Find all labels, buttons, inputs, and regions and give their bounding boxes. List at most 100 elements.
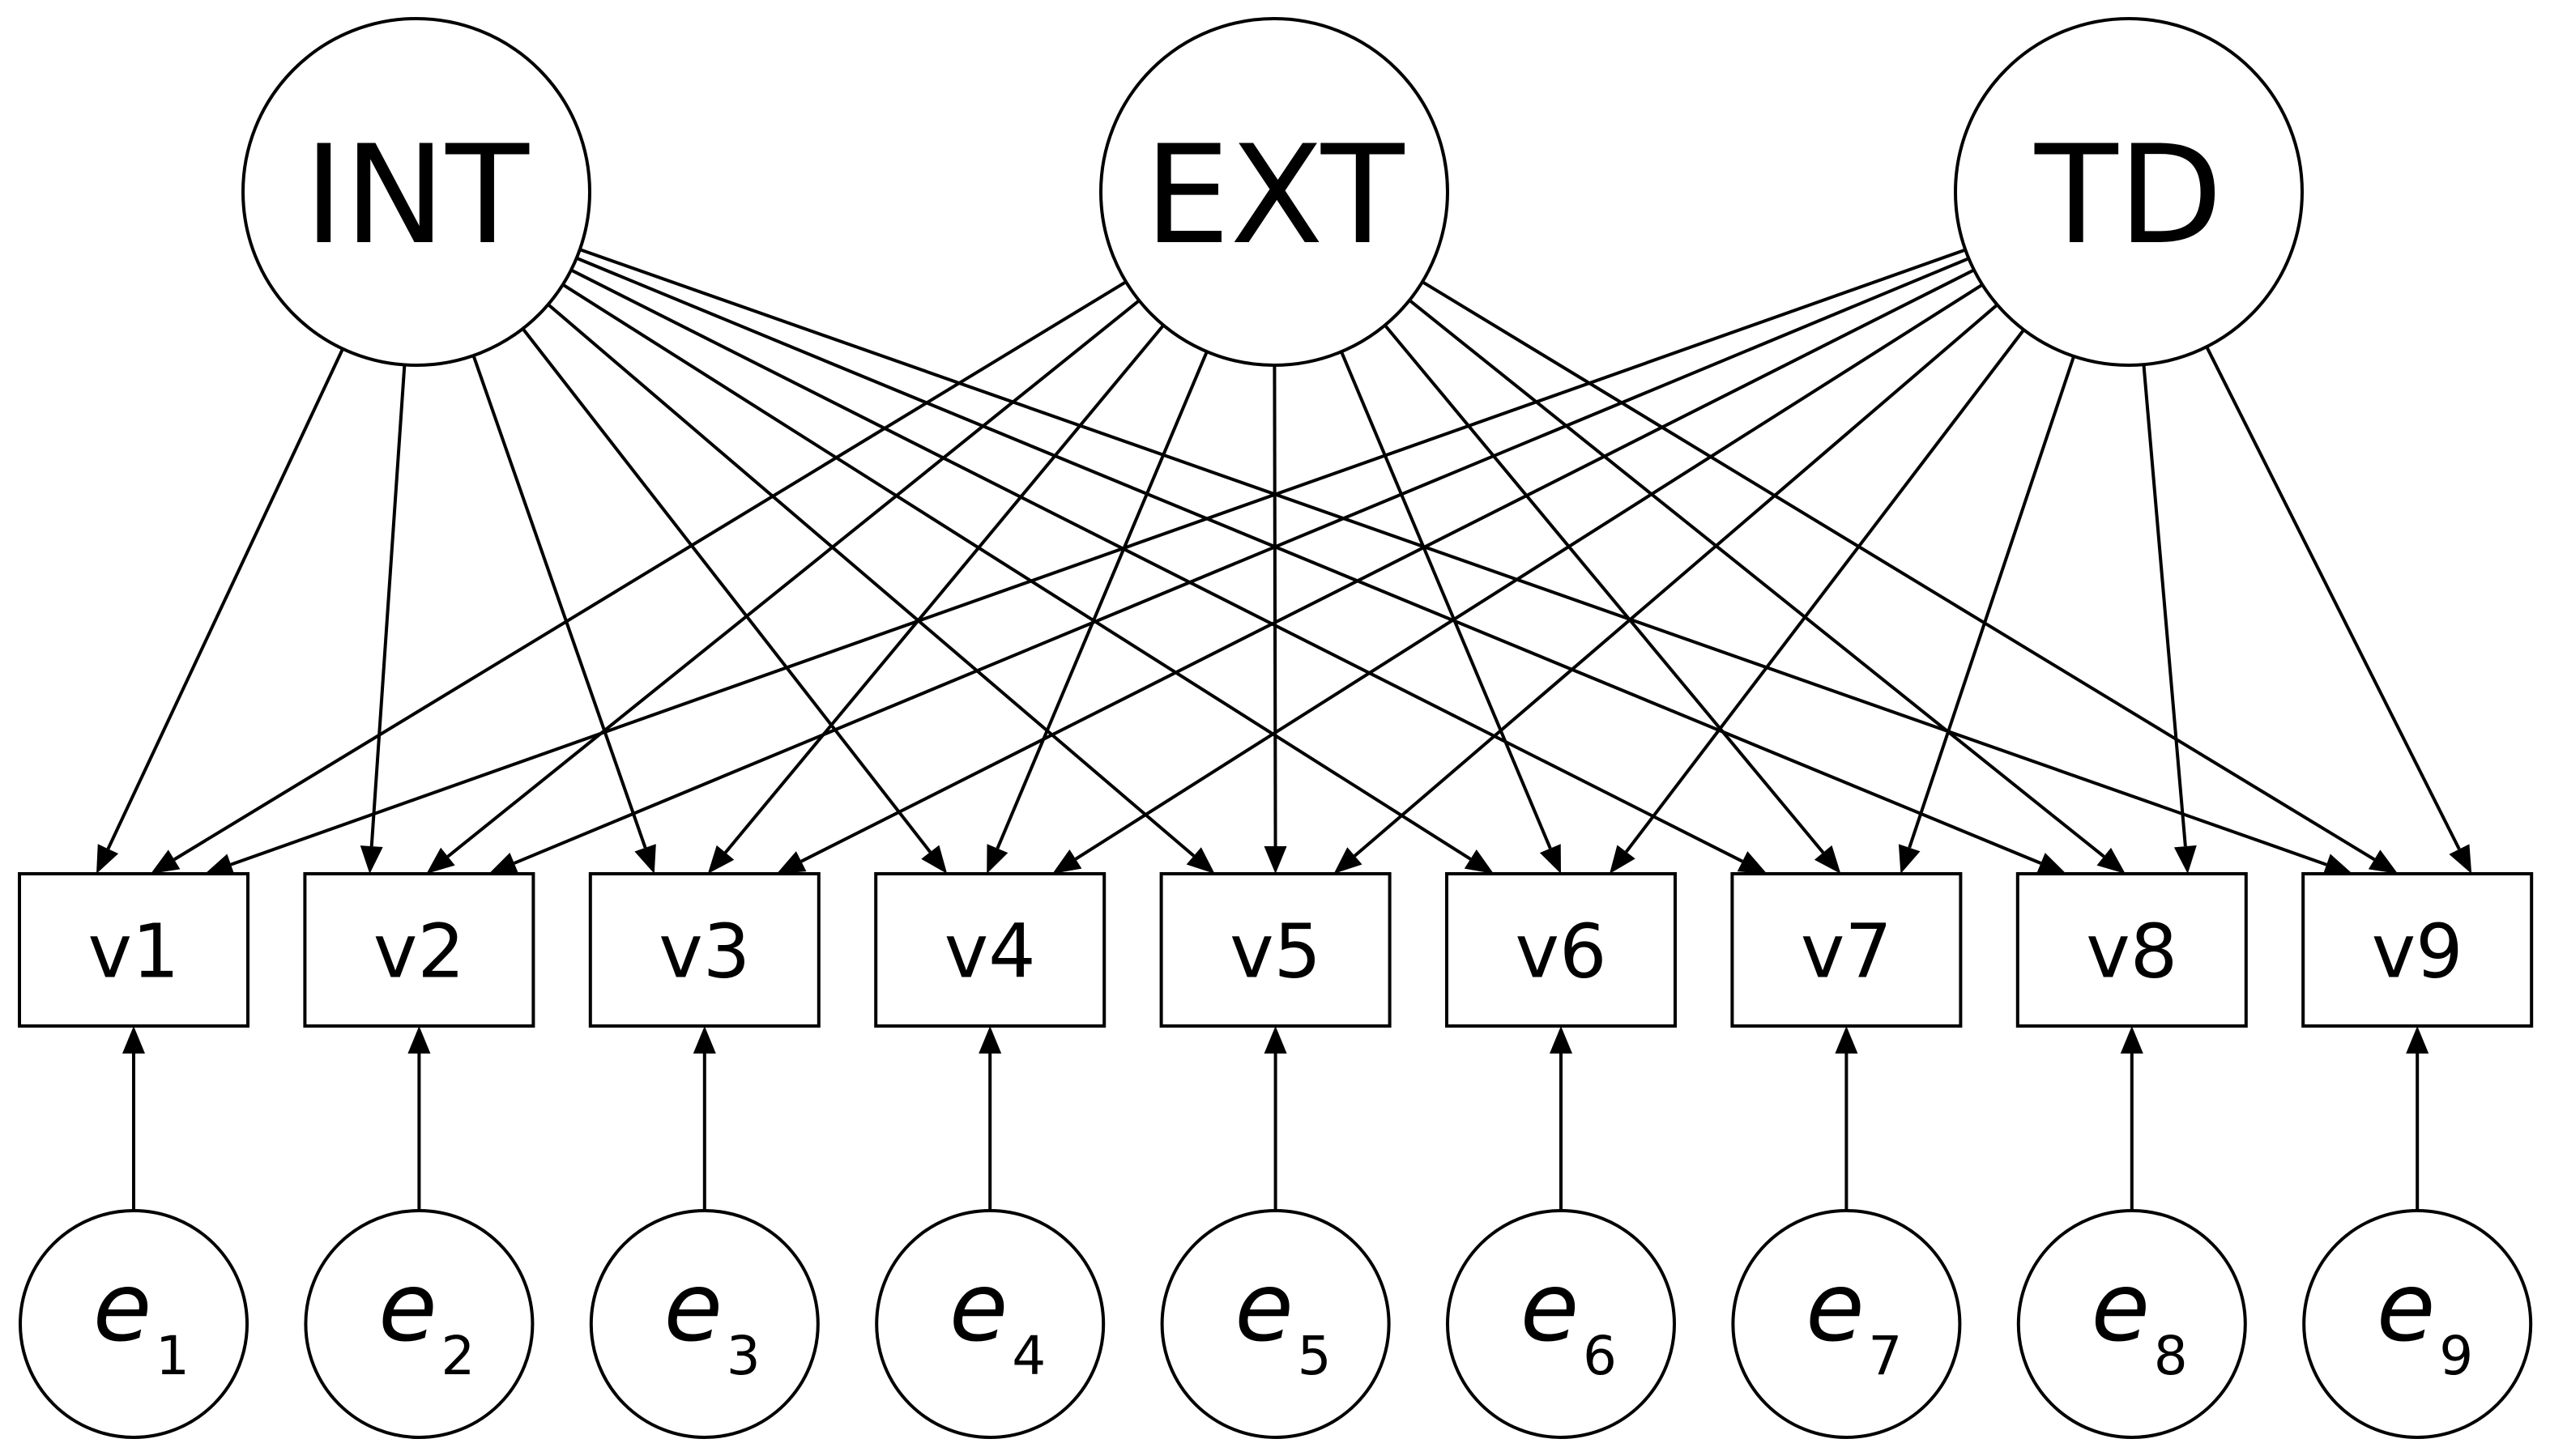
latent-circle bbox=[1099, 17, 1449, 367]
loading-td-v2 bbox=[514, 257, 1970, 865]
loading-int-v7 bbox=[570, 268, 1743, 863]
loading-int-v5-arrowhead bbox=[1186, 847, 1215, 874]
error-path-e9-arrowhead bbox=[2406, 1026, 2429, 1054]
error-subscript: 3 bbox=[727, 1325, 761, 1387]
loading-int-v5 bbox=[547, 303, 1196, 858]
error-subscript: 8 bbox=[2154, 1325, 2188, 1387]
loading-int-v4-arrowhead bbox=[921, 845, 948, 874]
error-symbol: e bbox=[2377, 1251, 2436, 1363]
loading-td-v2-arrowhead bbox=[488, 853, 519, 874]
latent-circle bbox=[241, 17, 591, 367]
loading-ext-v8-arrowhead bbox=[2096, 847, 2126, 874]
latent-circle bbox=[1954, 17, 2304, 367]
observed-v7: v7 bbox=[1730, 872, 1963, 1028]
observed-box bbox=[1159, 872, 1392, 1028]
error-subscript: 6 bbox=[1583, 1325, 1617, 1387]
loading-td-v6 bbox=[1625, 329, 2025, 854]
observed-v4: v4 bbox=[874, 872, 1107, 1028]
error-symbol: e bbox=[663, 1251, 723, 1363]
loading-int-v1 bbox=[106, 347, 344, 850]
loading-td-v3-arrowhead bbox=[776, 851, 807, 874]
error-circle bbox=[875, 1209, 1106, 1439]
error-subscript: 4 bbox=[1012, 1325, 1046, 1387]
error-subscript: 2 bbox=[441, 1325, 475, 1387]
error-circle bbox=[1731, 1209, 1962, 1439]
observed-label: v4 bbox=[945, 909, 1036, 995]
loading-int-v2-arrowhead bbox=[360, 845, 383, 874]
loading-int-v9 bbox=[579, 248, 2327, 866]
error-symbol: e bbox=[1234, 1251, 1294, 1363]
loading-ext-v2 bbox=[446, 299, 1141, 858]
observed-label: v8 bbox=[2086, 909, 2177, 995]
loading-ext-v3 bbox=[723, 324, 1165, 854]
loading-td-v9-arrowhead bbox=[2449, 844, 2472, 874]
loading-int-v3-arrowhead bbox=[634, 844, 656, 874]
observed-box bbox=[1445, 872, 1677, 1028]
loading-ext-v2-arrowhead bbox=[426, 847, 455, 874]
observed-box bbox=[2301, 872, 2534, 1028]
error-path-e6-arrowhead bbox=[1550, 1026, 1572, 1054]
error-symbol: e bbox=[2091, 1251, 2150, 1363]
error-symbol: e bbox=[378, 1251, 437, 1363]
latent-td: TD bbox=[1954, 17, 2304, 367]
observed-label: v9 bbox=[2372, 909, 2463, 995]
observed-label: v3 bbox=[659, 909, 750, 995]
loading-int-v3 bbox=[471, 355, 647, 849]
observed-label: v1 bbox=[88, 909, 180, 995]
observed-v6: v6 bbox=[1445, 872, 1677, 1028]
loading-ext-v1-arrowhead bbox=[151, 849, 181, 874]
observed-label: v6 bbox=[1516, 909, 1607, 995]
error-circle bbox=[1160, 1209, 1391, 1439]
loading-int-v6-arrowhead bbox=[1464, 849, 1494, 874]
latent-ext: EXT bbox=[1099, 17, 1449, 367]
loading-ext-v5-arrowhead bbox=[1264, 845, 1287, 874]
latent-int: INT bbox=[241, 17, 591, 367]
loading-td-v1 bbox=[230, 248, 1966, 866]
error-subscript: 9 bbox=[2439, 1325, 2473, 1387]
error-path-e3-arrowhead bbox=[693, 1026, 716, 1054]
loading-int-v7-arrowhead bbox=[1737, 851, 1768, 874]
loading-ext-v1 bbox=[173, 280, 1128, 862]
error-subscript: 7 bbox=[1868, 1325, 1902, 1387]
loading-td-v9 bbox=[2205, 346, 2461, 850]
observed-v3: v3 bbox=[588, 872, 821, 1028]
loading-int-v4 bbox=[521, 327, 932, 854]
observed-box bbox=[588, 872, 821, 1028]
error-subscript: 5 bbox=[1298, 1325, 1332, 1387]
latent-label: TD bbox=[2034, 116, 2223, 275]
error-path-e1-arrowhead bbox=[122, 1026, 145, 1054]
loading-int-v2 bbox=[369, 364, 407, 847]
observed-box bbox=[2015, 872, 2248, 1028]
error-path-e7-arrowhead bbox=[1835, 1026, 1858, 1054]
loading-ext-v7-arrowhead bbox=[1814, 845, 1841, 874]
error-path-e4-arrowhead bbox=[979, 1026, 1002, 1054]
observed-box bbox=[1730, 872, 1963, 1028]
loading-td-v6-arrowhead bbox=[1610, 845, 1635, 874]
loading-td-v1-arrowhead bbox=[205, 854, 235, 875]
loading-td-v5 bbox=[1354, 303, 1998, 858]
observed-v2: v2 bbox=[303, 872, 535, 1028]
observed-v1: v1 bbox=[18, 872, 249, 1028]
loading-ext-v7 bbox=[1384, 324, 1825, 854]
loading-int-v9-arrowhead bbox=[2322, 854, 2353, 875]
observed-v5: v5 bbox=[1159, 872, 1392, 1028]
error-circle bbox=[2016, 1209, 2247, 1439]
error-subscript: 1 bbox=[156, 1325, 190, 1387]
loading-ext-v9-arrowhead bbox=[2368, 849, 2399, 874]
observed-box bbox=[303, 872, 535, 1028]
loading-td-v7 bbox=[1908, 355, 2076, 849]
loading-int-v8 bbox=[576, 256, 2042, 865]
observed-label: v5 bbox=[1230, 909, 1321, 995]
loading-int-v1-arrowhead bbox=[96, 844, 119, 874]
loading-td-v4 bbox=[1074, 283, 1984, 861]
observed-box bbox=[18, 872, 249, 1028]
